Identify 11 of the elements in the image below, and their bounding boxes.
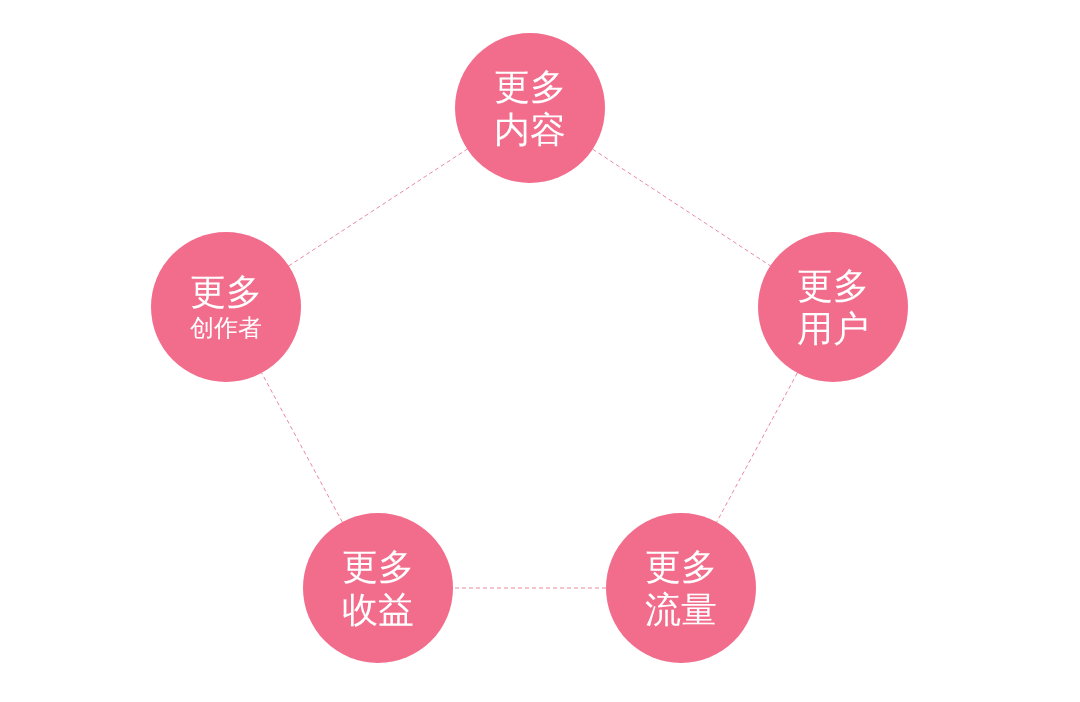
dashed-connector (452, 587, 607, 589)
dashed-connector (592, 148, 771, 267)
dashed-connector (261, 372, 343, 523)
dashed-connector (288, 148, 468, 267)
node-title: 更多 (189, 269, 263, 313)
dashed-connector (716, 372, 798, 523)
node-title: 更多流量 (644, 544, 718, 632)
node-title: 更多内容 (493, 64, 567, 152)
node-subtitle: 创作者 (190, 313, 262, 344)
node-title: 更多用户 (796, 263, 870, 351)
node-title: 更多收益 (341, 544, 415, 632)
